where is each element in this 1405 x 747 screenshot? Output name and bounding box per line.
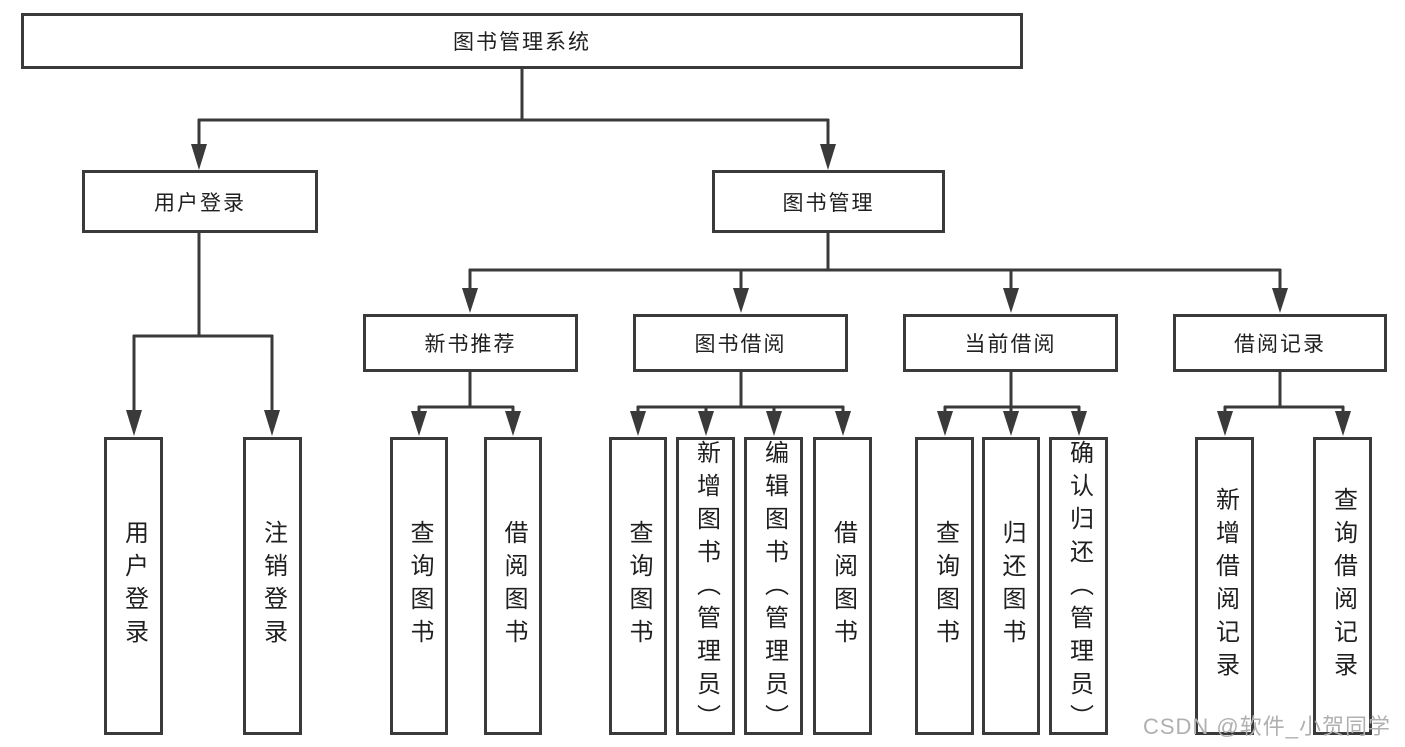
node-leaf-query-book-current: 查询图书 — [915, 437, 974, 735]
node-leaf-edit-book-admin: 编辑图书（管理员） — [744, 437, 803, 737]
node-root: 图书管理系统 — [21, 13, 1023, 69]
node-new-book-recommend: 新书推荐 — [363, 314, 578, 372]
node-leaf-logout-login: 注销登录 — [243, 437, 302, 735]
node-book-borrow: 图书借阅 — [633, 314, 848, 372]
node-borrow-record: 借阅记录 — [1173, 314, 1387, 372]
node-leaf-borrow-book-recommend: 借阅图书 — [484, 437, 542, 735]
node-leaf-return-book: 归还图书 — [982, 437, 1040, 735]
node-book-management: 图书管理 — [712, 170, 945, 233]
node-leaf-query-borrow-record: 查询借阅记录 — [1313, 437, 1372, 735]
node-current-borrow: 当前借阅 — [903, 314, 1118, 372]
node-leaf-confirm-return-admin: 确认归还（管理员） — [1049, 437, 1108, 737]
node-leaf-query-book-borrow: 查询图书 — [609, 437, 667, 735]
node-leaf-borrow-book: 借阅图书 — [813, 437, 872, 735]
node-leaf-query-book-recommend: 查询图书 — [390, 437, 448, 735]
node-user-login: 用户登录 — [82, 170, 318, 233]
watermark: CSDN @软件_小贺同学 — [1142, 714, 1391, 739]
node-leaf-add-borrow-record: 新增借阅记录 — [1195, 437, 1254, 735]
node-leaf-user-login: 用户登录 — [104, 437, 163, 735]
node-leaf-add-book-admin: 新增图书（管理员） — [676, 437, 735, 737]
